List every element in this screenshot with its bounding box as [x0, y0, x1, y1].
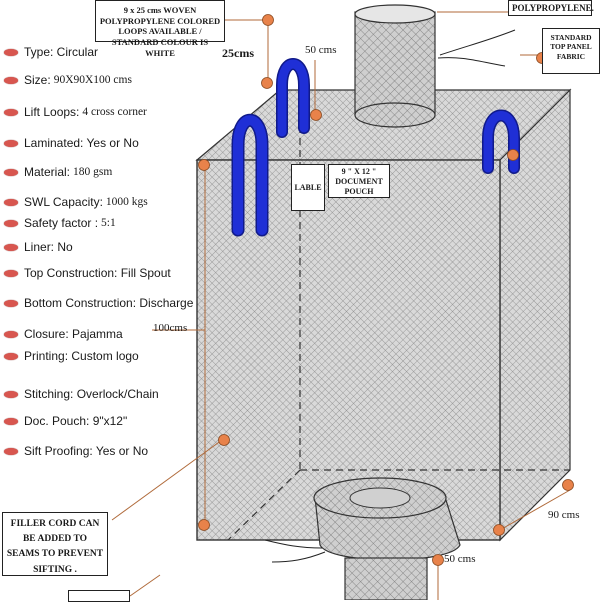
bullet-icon — [4, 299, 18, 307]
bag-front-panel — [196, 159, 501, 541]
spec-label: Closure: Pajamma — [24, 327, 123, 341]
spec-value: 4 cross corner — [82, 106, 147, 118]
spec-label: Type: Circular — [24, 45, 99, 59]
spec-row: Sift Proofing: Yes or No — [0, 441, 148, 461]
spec-row: Size:90X90X100 cms — [0, 70, 132, 90]
spec-row: Top Construction: Fill Spout — [0, 263, 171, 283]
spec-value: 5:1 — [101, 217, 116, 229]
spec-value: 1000 kgs — [105, 196, 148, 208]
loops-callout: 9 x 25 cms WOVEN POLYPROPYLENE COLORED L… — [95, 0, 225, 58]
bullet-icon — [4, 108, 18, 116]
top-material-callout: POLYPROPYLENE. — [508, 0, 594, 16]
bullet-icon — [4, 76, 18, 84]
spec-row: Doc. Pouch: 9"x12" — [0, 411, 127, 431]
spec-row: Stitching: Overlock/Chain — [0, 384, 159, 404]
width-dimension: 90 cms — [548, 509, 580, 521]
bullet-icon — [4, 352, 18, 360]
bullet-icon — [4, 417, 18, 425]
top-panel-callout: STANDARD TOP PANEL FABRIC — [542, 28, 600, 74]
bullet-icon — [4, 269, 18, 277]
spec-row: Material:180 gsm — [0, 162, 112, 182]
spec-label: Bottom Construction: Discharge — [24, 296, 194, 310]
spec-label: Stitching: Overlock/Chain — [24, 387, 159, 401]
spec-label: Laminated: Yes or No — [24, 136, 139, 150]
spec-label: Top Construction: Fill Spout — [24, 266, 171, 280]
label-tag: LABLE — [291, 164, 325, 211]
bullet-icon — [4, 390, 18, 398]
bullet-icon — [4, 330, 18, 338]
bullet-icon — [4, 243, 18, 251]
spec-label: Printing: Custom logo — [24, 349, 139, 363]
spec-label: Liner: No — [24, 240, 73, 254]
bullet-icon — [4, 168, 18, 176]
spec-label: Sift Proofing: Yes or No — [24, 444, 149, 458]
top-spout-dimension: 50 cms — [305, 44, 337, 56]
spec-label: Lift Loops: — [24, 105, 80, 119]
spec-row: Laminated: Yes or No — [0, 133, 139, 153]
spec-label: Safety factor : — [24, 216, 99, 230]
bottom-spout-dimension: 50 cms — [444, 553, 476, 565]
lift-loops — [231, 58, 520, 237]
spec-value: 180 gsm — [73, 166, 113, 178]
bullet-icon — [4, 198, 18, 206]
spec-row: SWL Capacity:1000 kgs — [0, 192, 148, 212]
spec-row: Bottom Construction: Discharge — [0, 293, 193, 313]
spec-row: Liner: No — [0, 237, 73, 257]
bullet-icon — [4, 447, 18, 455]
spec-row: Type: Circular — [0, 42, 98, 62]
spec-label: Doc. Pouch: 9"x12" — [24, 414, 128, 428]
height-dimension: 100cms — [153, 322, 188, 334]
document-pouch: 9 " X 12 " DOCUMENT POUCH — [328, 164, 390, 198]
fill-spout — [354, 4, 516, 128]
spec-row: Safety factor :5:1 — [0, 213, 116, 233]
spec-label: Material: — [24, 165, 71, 179]
loop-length-dimension: 25cms — [222, 46, 254, 60]
spec-row: Closure: Pajamma — [0, 324, 123, 344]
spec-label: Size: — [24, 73, 51, 87]
spec-row: Lift Loops:4 cross corner — [0, 102, 147, 122]
spec-row: Printing: Custom logo — [0, 346, 139, 366]
bottom-callout-box — [68, 590, 130, 602]
dimension-markers — [198, 14, 574, 566]
filler-cord-callout: FILLER CORD CAN BE ADDED TO SEAMS TO PRE… — [2, 512, 108, 576]
bullet-icon — [4, 219, 18, 227]
spec-value: 90X90X100 cms — [53, 74, 132, 86]
hidden-edges — [227, 90, 570, 541]
bullet-icon — [4, 139, 18, 147]
leader-lines — [111, 11, 571, 600]
discharge-spout — [264, 477, 461, 600]
bullet-icon — [4, 48, 18, 56]
spec-label: SWL Capacity: — [24, 195, 103, 209]
